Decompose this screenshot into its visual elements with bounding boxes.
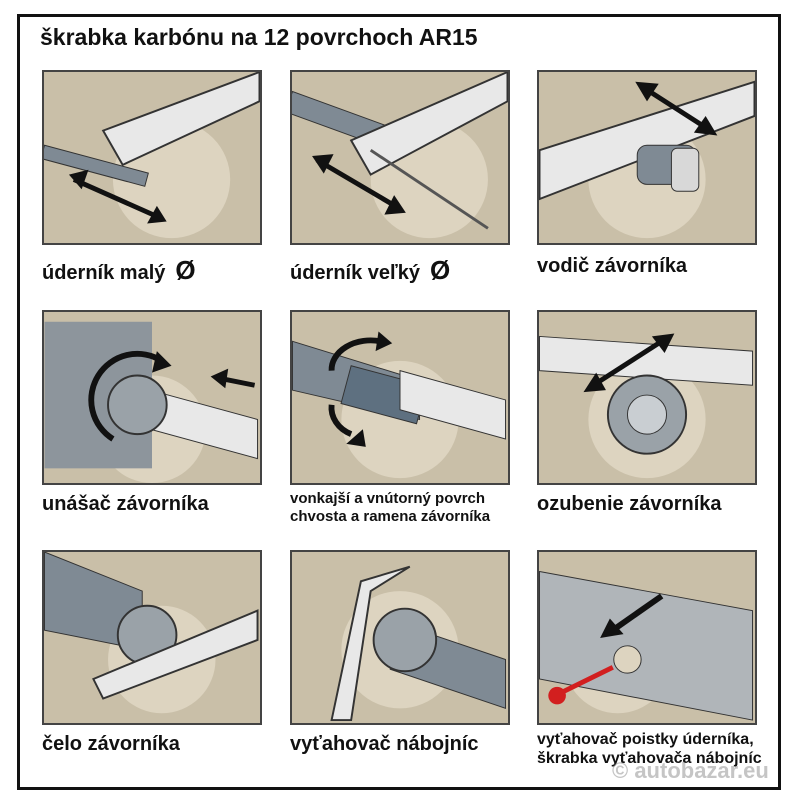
panel-label: unášač závorníka xyxy=(42,493,209,515)
panel-bolt-carrier xyxy=(42,310,262,485)
panel-extractor xyxy=(290,550,510,725)
panel-bolt-lugs xyxy=(537,310,757,485)
panel-label: vyťahovač nábojníc xyxy=(290,733,479,755)
panel-label: ozubenie závorníka xyxy=(537,493,722,515)
panel-label: čelo závorníka xyxy=(42,733,180,755)
panel-label: vonkajší a vnútorný povrch chvosta a ram… xyxy=(290,490,491,525)
panel-firing-pin-retainer xyxy=(537,550,757,725)
diagram-frame xyxy=(17,14,781,790)
panel-bolt-tail xyxy=(290,310,510,485)
panel-bolt-face xyxy=(42,550,262,725)
watermark: © autobazar.eu xyxy=(612,758,769,783)
panel-label: vodič závorníka xyxy=(537,255,688,277)
panel-firing-pin-small xyxy=(42,70,262,245)
page-title: škrabka karbónu na 12 povrchoch AR15 xyxy=(40,24,478,50)
panel-label: vyťahovač poistky úderníka, škrabka vyťa… xyxy=(537,731,762,767)
panel-bolt-guide xyxy=(537,70,757,245)
panel-firing-pin-large xyxy=(290,70,510,245)
